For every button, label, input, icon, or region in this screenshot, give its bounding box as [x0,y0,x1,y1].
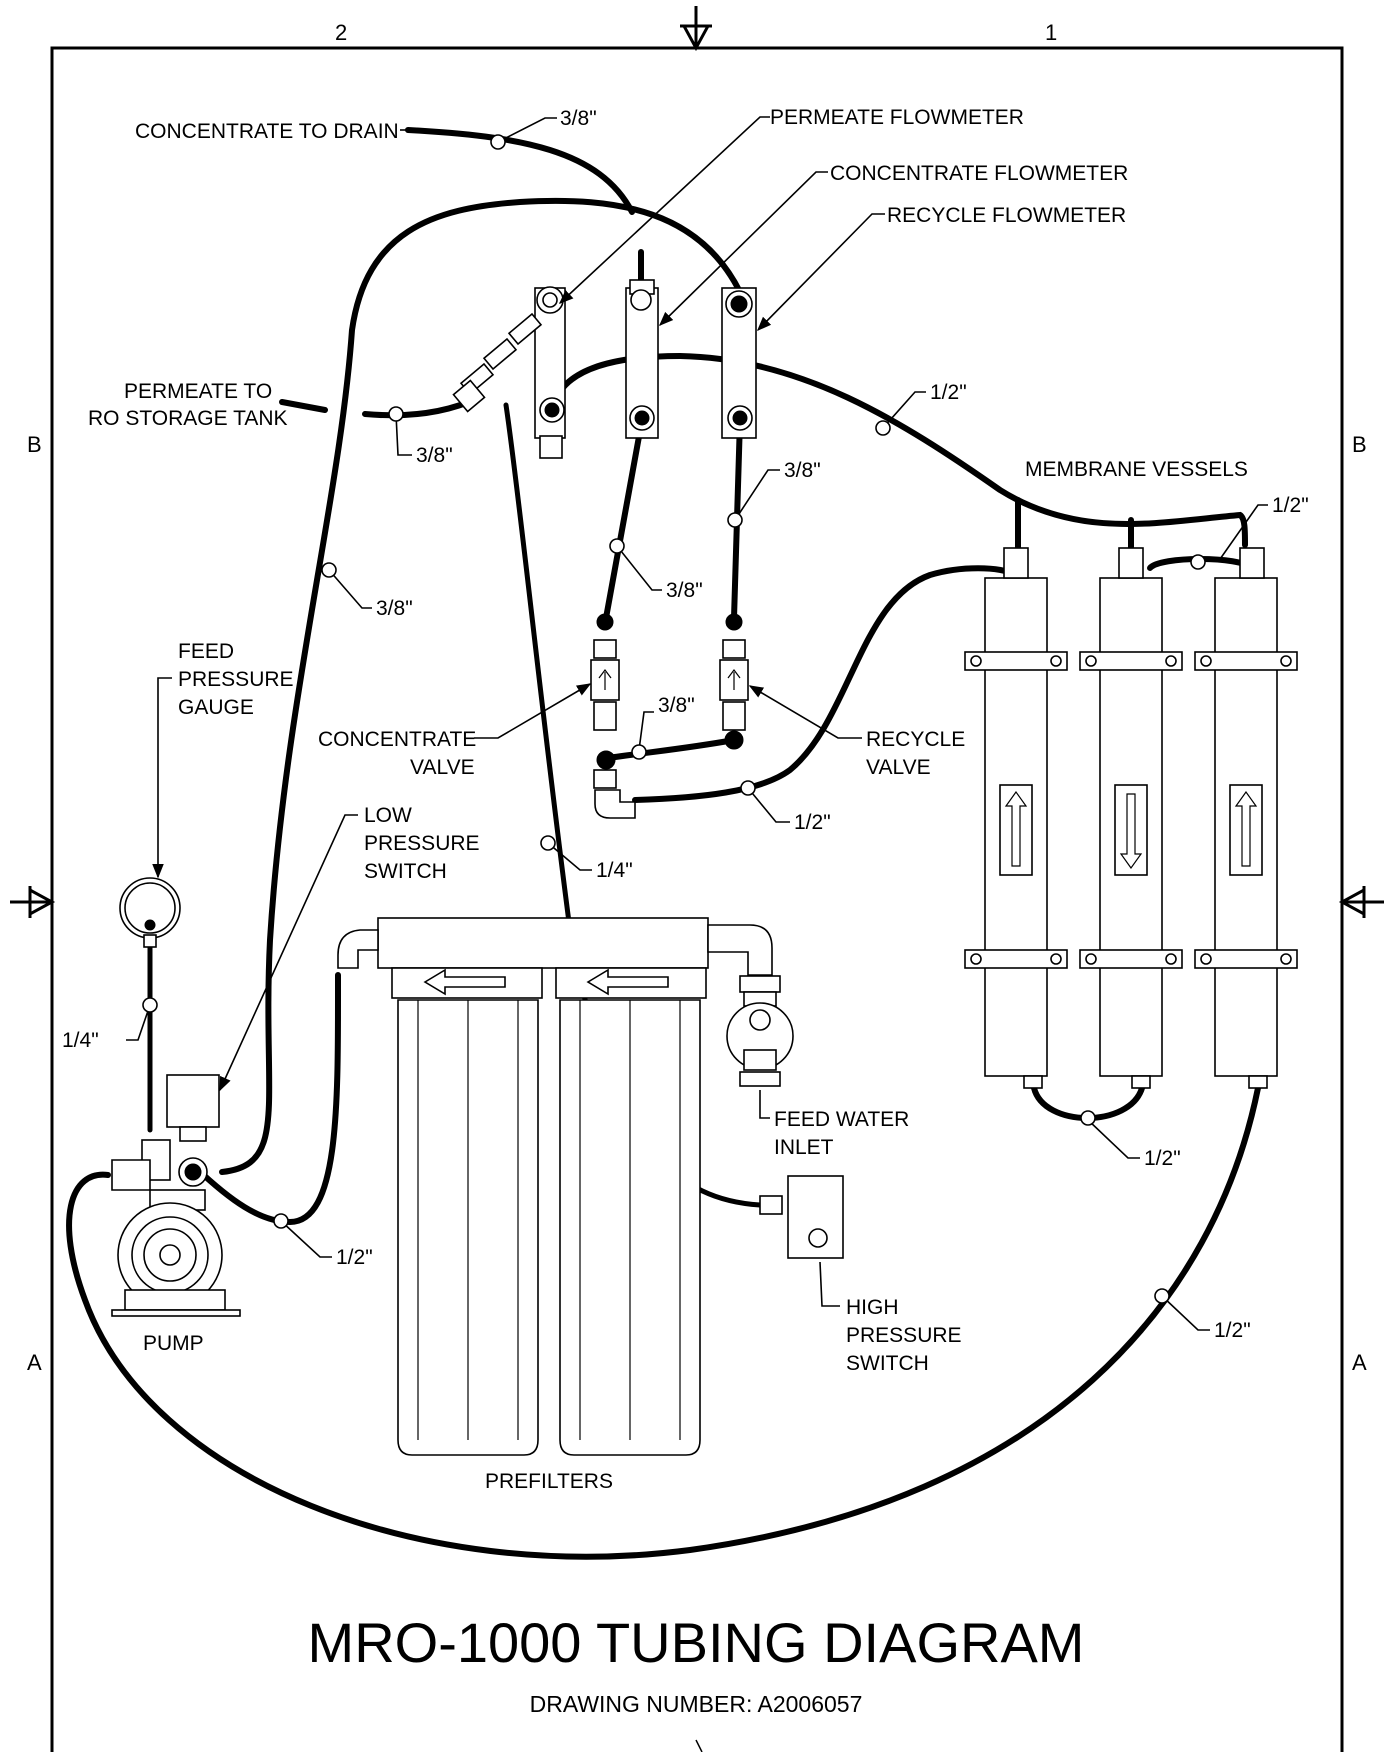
label-concentrate-to-drain: CONCENTRATE TO DRAIN [135,120,399,143]
size-vessel-bottom-jumper: 1/2" [1144,1147,1181,1170]
label-permeate-flowmeter: PERMEATE FLOWMETER [770,106,1024,129]
label-low-pressure-switch-1: LOW [364,804,412,827]
component-labels: CONCENTRATE TO DRAIN PERMEATE FLOWMETER … [88,106,1248,1493]
size-pressure-switch-line: 1/4" [596,859,633,882]
tube-vessel-to-pump [66,1085,1261,1560]
size-pump-to-filter: 1/2" [336,1246,373,1269]
flow-direction-arrow-icon [1004,790,1028,867]
size-valve-link: 3/8" [658,694,695,717]
prefilter-housings [337,917,773,1456]
size-permeate: 3/8" [416,444,453,467]
section-arrow-icon [10,886,56,918]
flow-direction-arrow-icon [1234,790,1258,867]
leaders [126,116,1268,1331]
high-pressure-switch [759,1175,844,1259]
label-high-pressure-switch-2: PRESSURE [846,1324,962,1347]
size-left-return: 3/8" [376,597,413,620]
tube-concentrate-to-drain [405,127,635,215]
label-feed-water-inlet-1: FEED WATER [774,1108,909,1131]
section-arrow-icon [680,6,712,52]
label-feed-pressure-gauge-2: PRESSURE [178,668,294,691]
flow-direction-arrow-icon [423,968,506,996]
tube-left-return [219,197,743,1175]
label-prefilters: PREFILTERS [485,1470,613,1493]
zone-row-b-left: B [27,432,42,457]
size-concentrate-line: 3/8" [666,579,703,602]
drawing-number: DRAWING NUMBER: A2006057 [530,1691,863,1717]
flow-direction-arrow-icon [1119,793,1143,870]
zone-col-2: 2 [335,20,347,45]
pump-assembly [111,1074,241,1317]
label-concentrate-valve-1: CONCENTRATE [318,728,476,751]
tube-permeate-out-left [279,399,328,413]
size-flowmeter-to-vessels: 1/2" [930,381,967,404]
label-recycle-valve-1: RECYCLE [866,728,965,751]
membrane-vessel-3 [1194,547,1298,1089]
size-drain: 3/8" [560,107,597,130]
label-feed-water-inlet-2: INLET [774,1136,834,1159]
label-permeate-to-2: RO STORAGE TANK [88,407,288,430]
label-recycle-flowmeter: RECYCLE FLOWMETER [887,204,1126,227]
zone-row-a-left: A [27,1350,42,1375]
tube-concentrate-line [603,417,645,621]
size-gauge-line: 1/4" [62,1029,99,1052]
zone-col-1: 1 [1045,20,1057,45]
label-low-pressure-switch-2: PRESSURE [364,832,480,855]
permeate-flowmeter [452,286,566,459]
label-concentrate-valve-2: VALVE [410,756,475,779]
recycle-flowmeter [721,287,757,439]
feed-water-inlet-valve [726,975,794,1087]
tube-valve-link [605,737,737,761]
section-arrow-icon [1338,886,1384,918]
recycle-valve [719,613,749,750]
label-permeate-to-1: PERMEATE TO [124,380,272,403]
label-membrane-vessels: MEMBRANE VESSELS [1025,458,1248,481]
label-high-pressure-switch-1: HIGH [846,1296,899,1319]
concentrate-flowmeter [625,279,659,439]
membrane-vessel-1 [964,547,1068,1089]
zone-row-b-right: B [1352,432,1367,457]
label-feed-pressure-gauge-1: FEED [178,640,234,663]
tube-size-labels: 3/8" 3/8" 3/8" 1/2" 3/8" 3/8" 1/2" 3/8" … [62,107,1309,1342]
size-valve-to-vessel: 1/2" [794,811,831,834]
tube-pump-to-filter [193,972,342,1226]
zone-markers: 2 1 B B A A [27,20,1367,1375]
label-low-pressure-switch-3: SWITCH [364,860,447,883]
membrane-vessel-2 [1079,547,1183,1089]
label-high-pressure-switch-3: SWITCH [846,1352,929,1375]
label-pump: PUMP [143,1332,204,1355]
tube-markers [142,134,1206,1304]
concentrate-valve [590,613,636,819]
label-recycle-valve-2: VALVE [866,756,931,779]
size-vessel-top-jumper: 1/2" [1272,494,1309,517]
zone-row-a-right: A [1352,1350,1367,1375]
flow-direction-arrow-icon [586,968,669,996]
tube-valve-to-vessel [632,565,1018,803]
pressure-gauge-icon [119,877,181,948]
label-feed-pressure-gauge-3: GAUGE [178,696,254,719]
size-recycle-line: 3/8" [784,459,821,482]
drawing-title: MRO-1000 TUBING DIAGRAM [308,1611,1085,1674]
label-concentrate-flowmeter: CONCENTRATE FLOWMETER [830,162,1128,185]
size-vessel-to-pump: 1/2" [1214,1319,1251,1342]
